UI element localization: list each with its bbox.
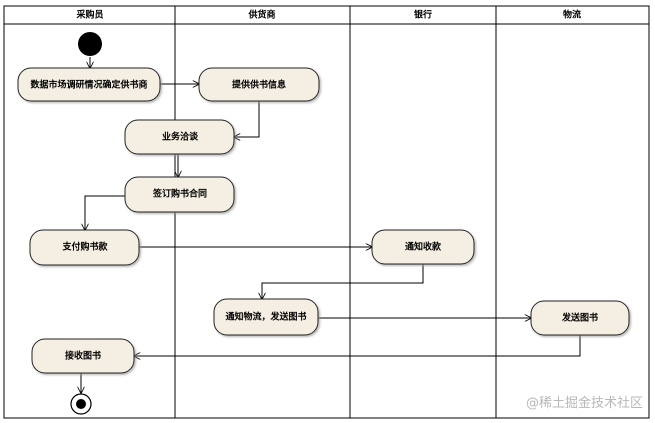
activity-sign-contract-label: 签订购书合同 [152, 188, 207, 200]
activity-provide-info-box [198, 67, 320, 102]
activity-notify-logistics: 通知物流，发送图书 [213, 298, 319, 336]
activity-notify-logistics-box [213, 298, 319, 336]
activity-notify-payment: 通知收款 [371, 229, 475, 265]
activity-negotiate-label: 业务洽谈 [162, 131, 199, 143]
activity-research-box [17, 67, 161, 102]
swimlane-frame [3, 5, 650, 419]
activity-sign-contract: 签订购书合同 [124, 176, 235, 213]
activity-send-books: 发送图书 [530, 300, 630, 336]
activity-negotiate-box [124, 119, 235, 155]
watermark: @稀土掘金技术社区 [525, 396, 643, 411]
activity-research: 数据市场调研情况确定供书商 [17, 67, 161, 102]
edges [81, 57, 581, 393]
activity-pay-label: 支付购书款 [61, 241, 108, 253]
activity-pay-box [29, 229, 140, 266]
activity-send-books-box [530, 300, 630, 336]
lane-title-purchaser: 采购员 [75, 9, 103, 21]
edge-notify-payment-to-notify-logistics [262, 264, 424, 299]
initial-node [78, 32, 102, 56]
lane-title-logistics: 物流 [563, 9, 581, 21]
activity-notify-logistics-label: 通知物流，发送图书 [225, 311, 306, 323]
activity-receive-books-label: 接收图书 [65, 350, 101, 362]
final-node-core [76, 399, 86, 409]
edge-sign-to-pay [85, 195, 125, 230]
frame-outline [3, 5, 650, 419]
edge-provide-info-to-negotiate [234, 101, 260, 137]
activity-negotiate: 业务洽谈 [124, 119, 235, 155]
activity-notify-payment-box [371, 229, 475, 265]
activity-pay: 支付购书款 [29, 229, 140, 266]
final-node [70, 393, 92, 415]
lane-title-bank: 银行 [414, 9, 432, 21]
activity-provide-info-label: 提供供书信息 [232, 79, 286, 91]
activity-research-label: 数据市场调研情况确定供书商 [30, 79, 147, 91]
lane-title-supplier: 供货商 [247, 9, 275, 21]
activity-receive-books: 接收图书 [31, 338, 135, 374]
activity-sign-contract-box [124, 176, 235, 213]
activity-provide-info: 提供供书信息 [198, 67, 320, 102]
edge-send-books-to-receive [134, 335, 581, 356]
activity-receive-books-box [31, 338, 135, 374]
activity-send-books-label: 发送图书 [561, 312, 598, 324]
activity-notify-payment-label: 通知收款 [405, 241, 442, 253]
